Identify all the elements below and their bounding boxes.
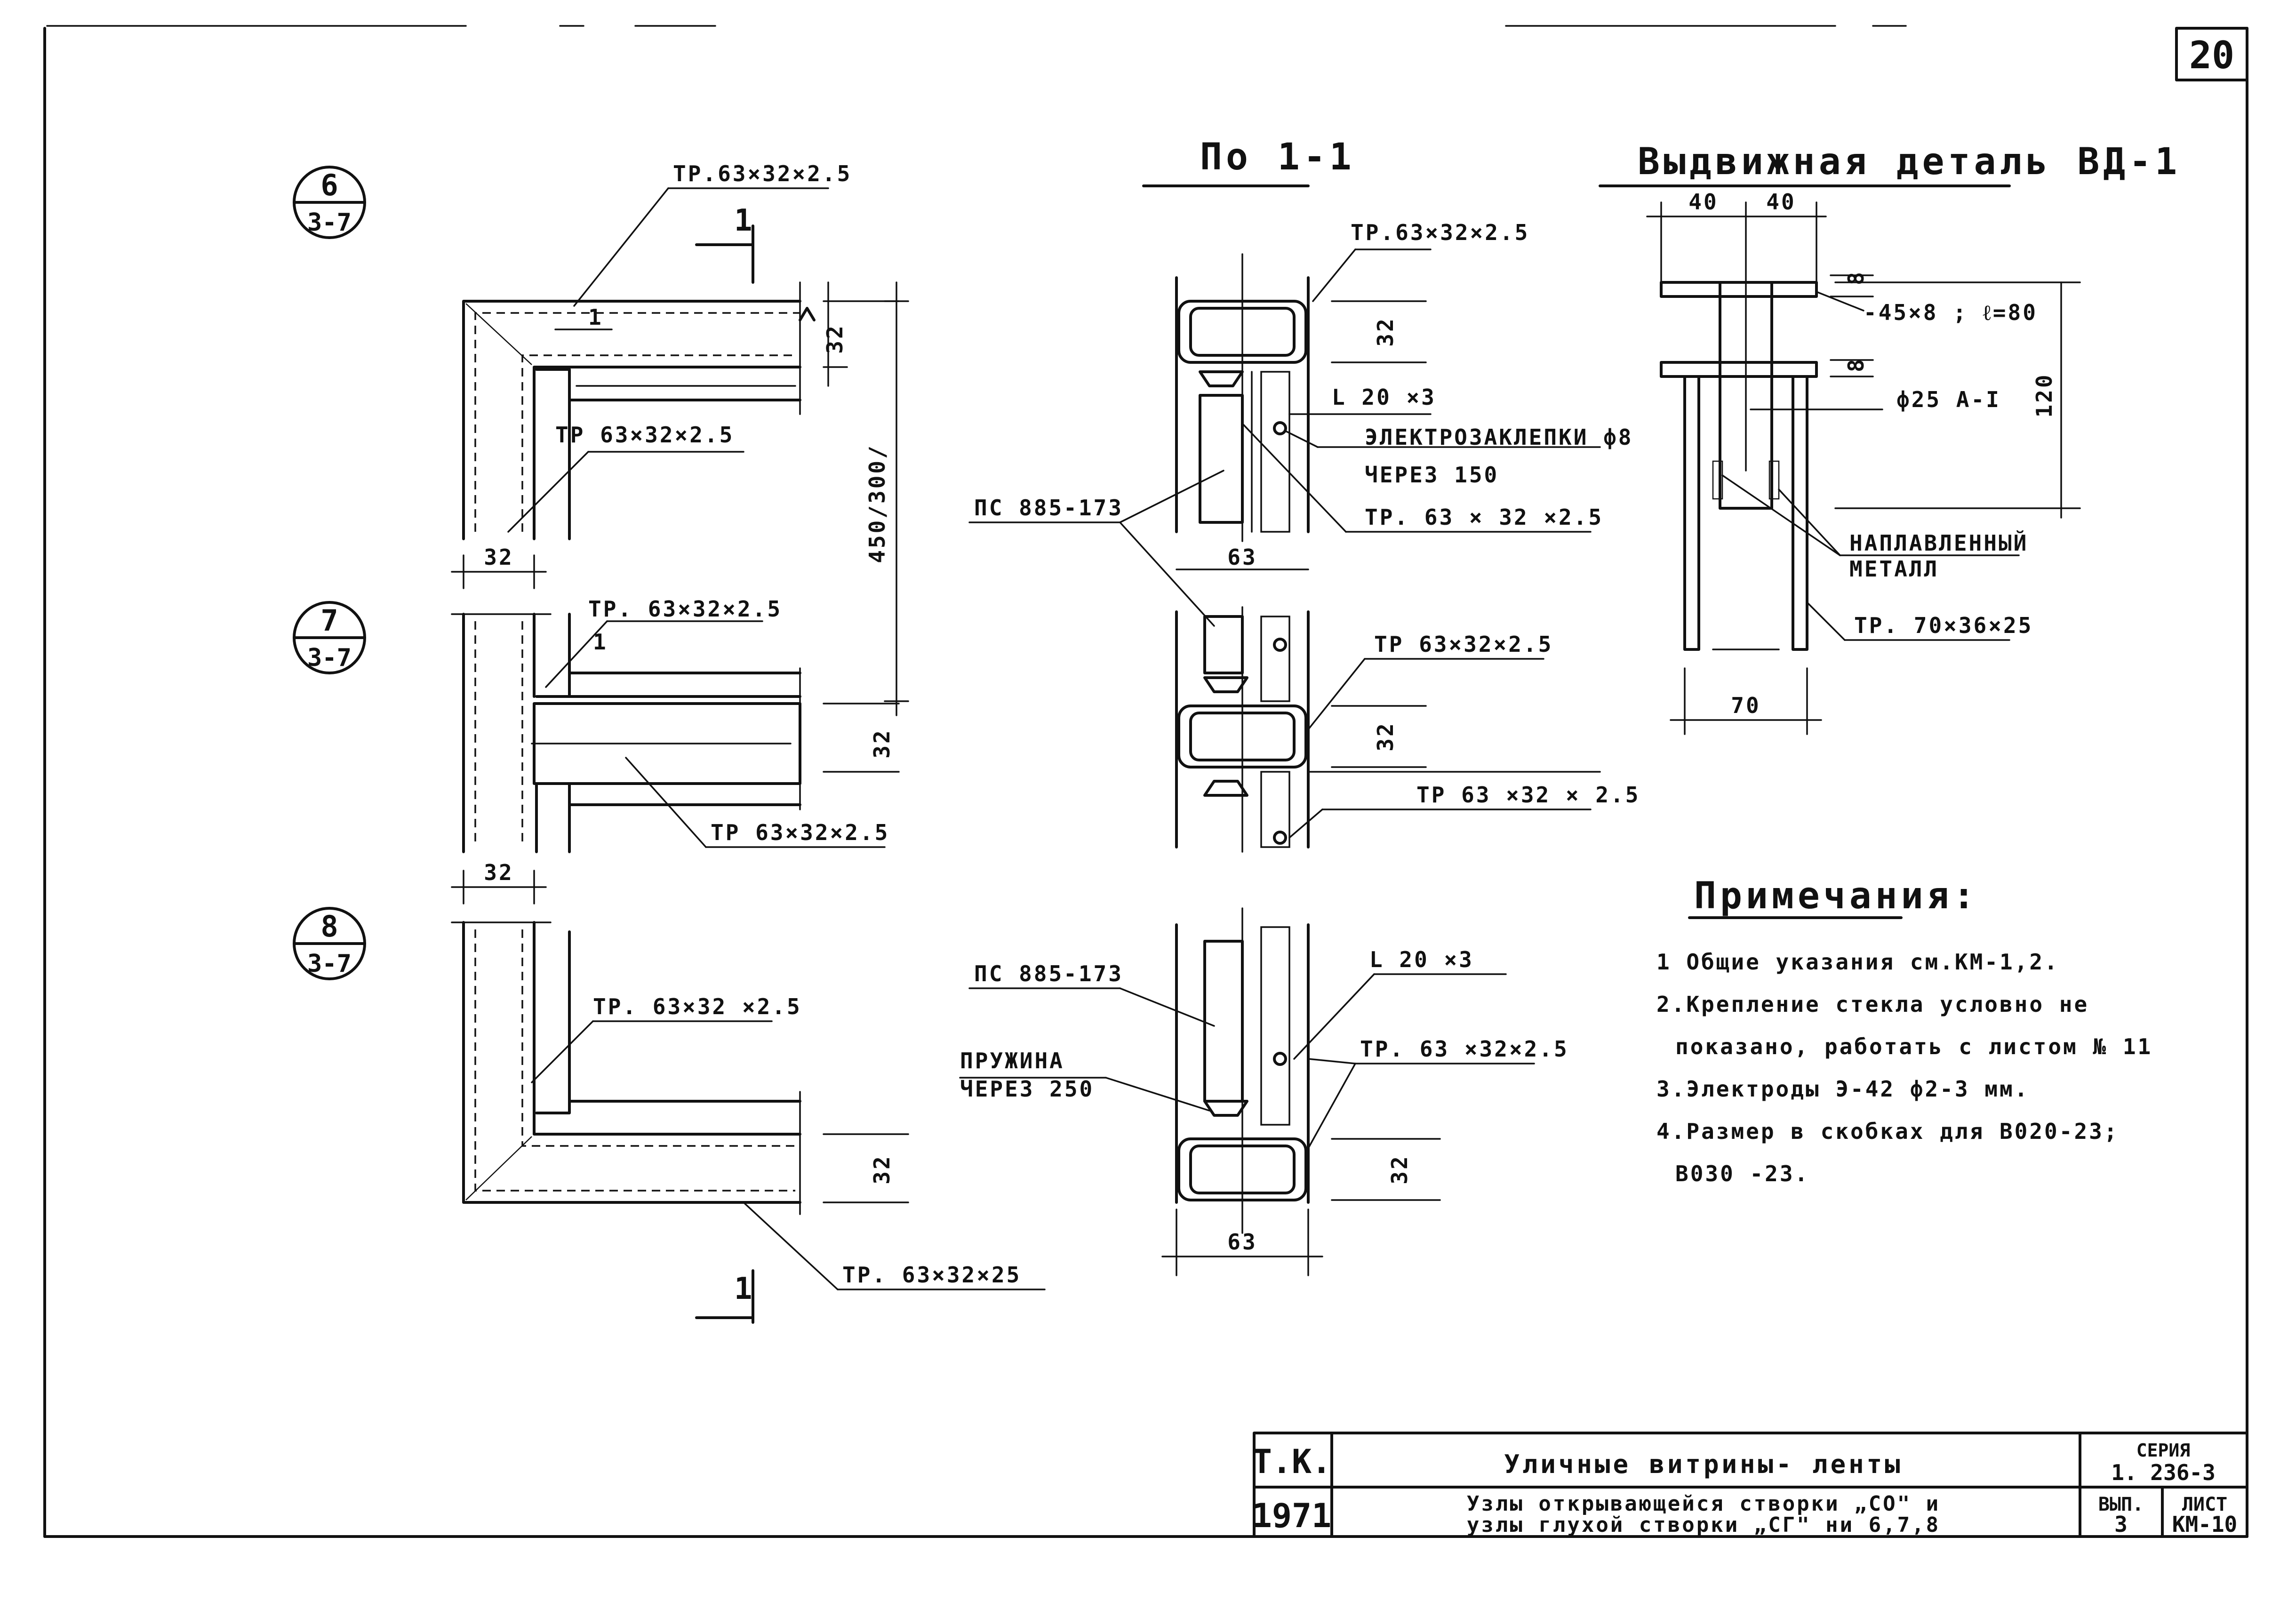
section-angle-top-label: L 20 ×3 [1332,384,1436,410]
notes-title: Примечания: [1694,875,1979,917]
left-dim-32-a: 32 [822,324,848,353]
tb-title: Уличные витрины- ленты [1504,1449,1903,1479]
section-mark-top: 1 [734,203,752,238]
left-bottom-tube-b-label: ТР. 63×32×25 [842,1262,1021,1288]
node-8-number: 8 [320,909,338,944]
tb-sheet-value: КМ-10 [2172,1512,2237,1537]
note-item-3: показано, работать с листом № 11 [1675,1034,2152,1059]
left-dim-450: 450/300/ [864,281,909,716]
detail-tube-label: ТР. 70×36×25 [1854,613,2033,638]
sheet-frame: 20 [43,25,2248,1538]
section-top-tube-label: ТР.63×32×2.5 [1351,220,1529,245]
tb-series-value: 1. 236-3 [2111,1460,2216,1485]
left-dim-32-d: 32 [484,860,513,885]
node-marker-7: 7 3-7 [293,601,366,674]
detail-weld-2: МЕТАЛЛ [1849,556,1939,582]
detail-dim-40b: 40 [1766,189,1796,215]
section-dim-63-b: 63 [1227,1229,1257,1255]
tb-issue-label: ВЫП. [2098,1494,2144,1515]
tb-subtitle-2: узлы глухой створки „СГ" ни 6,7,8 [1467,1513,1940,1537]
section-tube-d-label: ТР. 63 ×32×2.5 [1360,1036,1569,1062]
detail-title: Выдвижная деталь ВД-1 [1638,141,2181,183]
detail-dim-8b: 8 [1843,357,1869,372]
page-number: 20 [2189,33,2234,77]
section-tube-c-label: ТР 63 ×32 × 2.5 [1416,782,1640,808]
section-rivets-label: ЭЛЕКТРОЗАКЛЕПКИ ф8 [1365,424,1633,450]
section-spring-label: ПРУЖИНА [960,1048,1064,1073]
section-profile-a-label: ПС 885-173 [974,495,1123,520]
tb-year: 1971 [1252,1497,1332,1535]
note-item-6: В030 -23. [1675,1161,1809,1186]
section-1-1: По 1-1 ТР.63×32×2.5 32 L 20 ×3 ЭЛЕКТРОЗА… [959,136,1640,1276]
left-dim-32-b: 32 [484,544,513,570]
node-7-drawing: ТР. 63×32×2.5 1 ТР 63×32×2.5 32 32 [451,596,900,905]
node-6-sheet: 3-7 [307,208,352,237]
detail-dim-70: 70 [1731,693,1760,718]
left-upper-tube-label: ТР 63×32×2.5 [555,422,734,448]
node-6-drawing: 1 ТР.63×32×2.5 1 ТР 63×32×2.5 32 32 [451,161,900,589]
notes-block: Примечания: 1 Общие указания см.КМ-1,2. … [1656,875,2152,1186]
node-6-number: 6 [320,168,338,202]
left-dim-32-c: 32 [869,728,895,758]
node-marker-8: 8 3-7 [293,907,366,980]
node-8-drawing: ТР. 63×32 ×2.5 ТР. 63×32×25 32 1 [451,921,1046,1324]
left-bottom-tube-a-label: ТР. 63×32 ×2.5 [593,994,802,1019]
note-item-4: 3.Электроды Э-42 ф2-3 мм. [1656,1076,2029,1102]
tb-org: Т.К. [1252,1442,1332,1481]
section-mark-bottom: 1 [734,1272,752,1306]
detail-weld-1: НАПЛАВЛЕННЫЙ [1849,530,2028,556]
node-8-sheet: 3-7 [307,950,352,978]
left-top-tube-label: ТР.63×32×2.5 [673,161,852,186]
section-dim-32-b: 32 [1373,721,1398,751]
left-lower-mid-tube-label: ТР 63×32×2.5 [711,820,889,845]
tb-series-label: СЕРИЯ [2136,1440,2190,1461]
node-7-sheet: 3-7 [307,644,352,672]
section-tube-a-label: ТР. 63 × 32 ×2.5 [1365,504,1603,530]
left-mid-tube-label: ТР. 63×32×2.5 [588,596,782,622]
note-item-1: 1 Общие указания см.КМ-1,2. [1656,949,2059,975]
detail-plate-label: -45×8 ; ℓ=80 [1864,300,2038,325]
left-dim-1a: 1 [588,304,603,330]
tb-subtitle-1: Узлы открывающейся створки „СО" и [1467,1492,1940,1516]
detail-dim-120: 120 [2032,373,2057,417]
detail-dim-40a: 40 [1688,189,1718,215]
node-marker-6: 6 3-7 [293,166,366,239]
section-dim-63-a: 63 [1227,544,1257,570]
detail-bar-label: ф25 А-I [1896,387,2001,412]
section-title: По 1-1 [1200,136,1355,178]
title-block: Т.К. 1971 Уличные витрины- ленты Узлы от… [1252,1432,2248,1538]
left-dim-450-label: 450/300/ [864,444,890,563]
section-spring-step-label: ЧЕРЕЗ 250 [960,1076,1094,1102]
section-dim-32-c: 32 [1387,1154,1412,1184]
section-tube-b-label: ТР 63×32×2.5 [1374,632,1553,657]
node-7-number: 7 [320,603,338,638]
section-angle-bottom-label: L 20 ×3 [1369,947,1474,972]
section-rivets-step-label: ЧЕРЕЗ 150 [1365,462,1499,488]
tb-issue-value: 3 [2114,1512,2128,1537]
note-item-5: 4.Размер в скобках для В020-23; [1656,1119,2119,1144]
left-dim-32-e: 32 [869,1154,895,1184]
detail-vd1: Выдвижная деталь ВД-1 40 40 8 8 -45×8 ; … [1599,141,2181,735]
section-profile-b-label: ПС 885-173 [974,961,1123,986]
left-dim-1b: 1 [593,629,608,655]
note-item-2: 2.Крепление стекла условно не [1656,992,2089,1017]
section-dim-32-a: 32 [1373,317,1398,346]
tb-sheet-label: ЛИСТ [2182,1494,2227,1515]
